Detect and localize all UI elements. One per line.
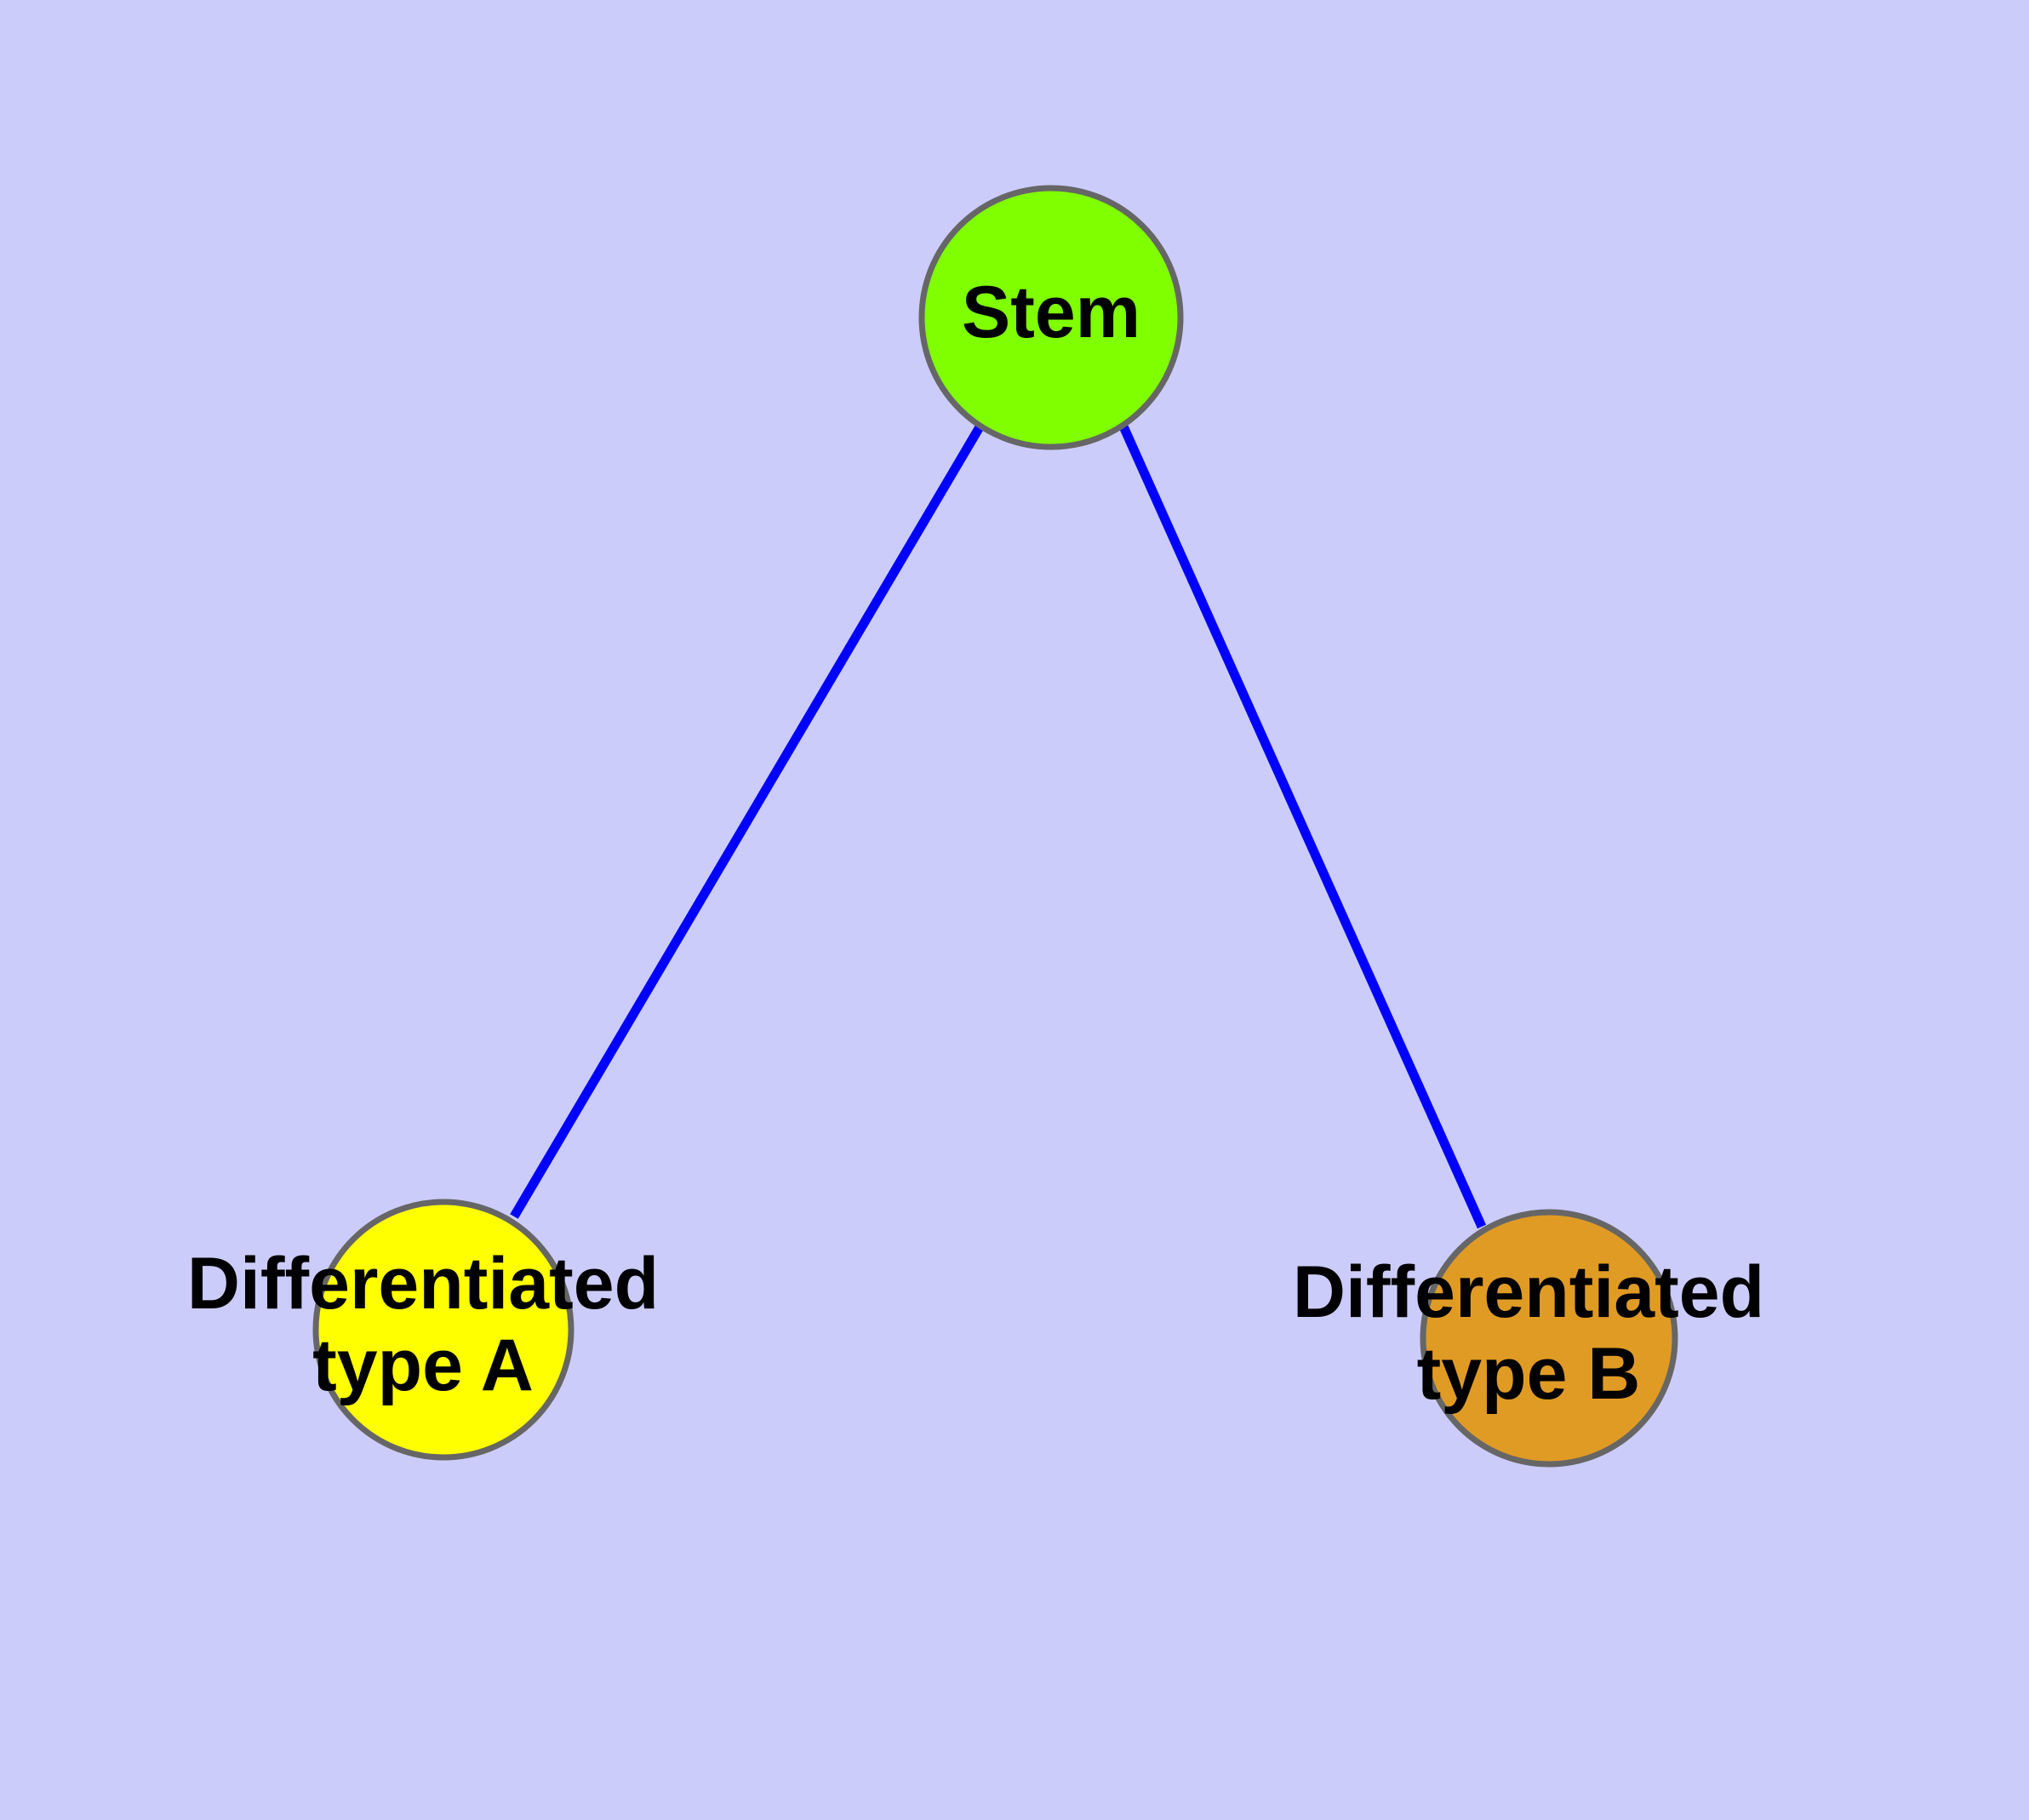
node-label-line: Differentiated bbox=[1293, 1251, 1764, 1333]
edge-stem-diff-a[interactable] bbox=[510, 423, 985, 1219]
node-label-stem: Stem bbox=[962, 272, 1140, 353]
node-circle-stem[interactable] bbox=[918, 185, 1184, 450]
node-label-line: type B bbox=[1417, 1333, 1641, 1415]
node-label-line: Differentiated bbox=[187, 1243, 659, 1325]
node-stem[interactable]: Stem bbox=[918, 185, 1184, 450]
node-circle-diff_b[interactable] bbox=[1420, 1209, 1678, 1468]
node-circle-diff_a[interactable] bbox=[312, 1199, 574, 1461]
node-label-line: Stem bbox=[962, 272, 1140, 353]
edge-stem-diff-b[interactable] bbox=[1118, 424, 1487, 1229]
edge-layer bbox=[510, 423, 1487, 1229]
node-label-line: type A bbox=[312, 1325, 534, 1406]
